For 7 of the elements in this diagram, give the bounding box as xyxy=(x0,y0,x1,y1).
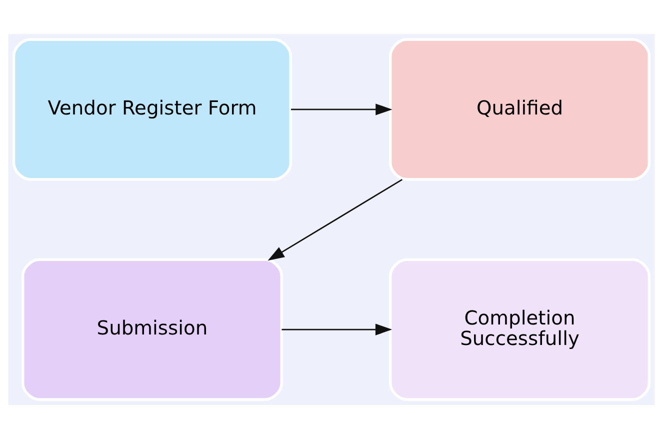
node-box: Completion Successfully xyxy=(388,258,651,400)
arrow xyxy=(291,103,392,115)
node-box: Submission xyxy=(21,258,284,400)
arrow xyxy=(268,178,402,260)
arrow xyxy=(282,323,392,335)
node-box: Vendor Register Form xyxy=(12,38,292,180)
node-box: Qualified xyxy=(388,38,651,180)
